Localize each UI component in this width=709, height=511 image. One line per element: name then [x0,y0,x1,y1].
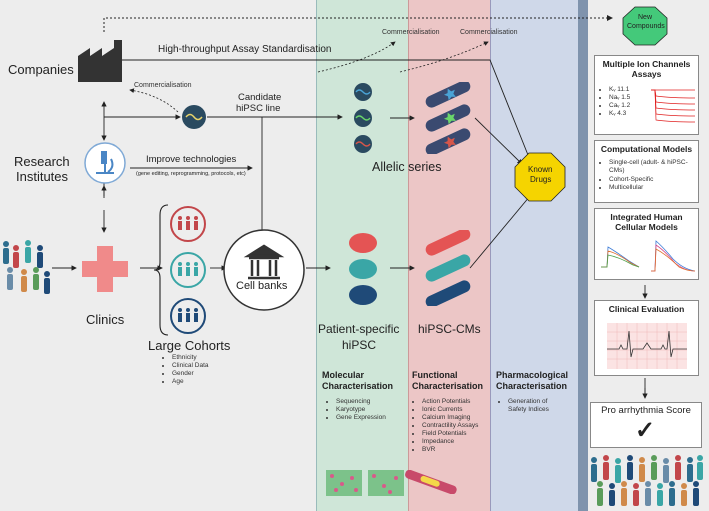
current-traces-graphic [651,89,696,123]
improve-technologies-label: Improve technologies [146,154,237,165]
assay-standardisation-label: High-throughput Assay Standardisation [158,44,332,55]
new-compounds-line1: New [638,14,653,21]
patient-cell-icons [349,233,377,305]
functional-item: Action Potentials [422,398,478,406]
candidate-line2: hiPSC line [236,103,281,114]
functional-title-line1: Functional [412,370,458,380]
commercialisation-label-1: Commercialisation [134,82,192,89]
action-potential-graphic [601,240,696,272]
computational-list: Single-cell (adult- & hiPSC- [601,159,688,167]
integrated-models-box: Integrated Human Cellular Models [594,208,699,280]
candidate-line1: Candidate [238,92,282,103]
known-drugs-line1: Known [528,165,553,174]
ion-channels-list: Kᵥ 11.1 Naᵥ 1.5 Caᵥ 1.2 Kᵥ 4.3 [601,86,630,118]
pharmacological-band [490,0,579,511]
gene-expression-image [326,470,404,496]
population-crowd-icon [591,455,703,506]
improve-technologies-sub: (gene editing, reprogramming, protocols,… [136,171,246,177]
cohort-item: Age [172,378,209,386]
patient-cardiomyocyte-icons [425,230,471,306]
research-label-line1: Research [14,154,70,169]
cohort-circles [170,206,206,334]
clinical-eval-title: Clinical Evaluation [608,304,685,314]
cohorts-list: Ethnicity Clinical Data Gender Age [164,354,209,386]
known-drugs-line2: Drugs [530,175,552,184]
patient-line1: Patient-specific [318,322,400,336]
computational-list-2: Cohort-Specific Multicellular [601,176,653,192]
ion-channels-title-line1: Multiple Ion Channels [602,59,691,69]
commercialisation-label-2: Commercialisation [382,29,440,36]
stained-cell-image [405,470,457,494]
patient-line2: hiPSC [342,338,377,352]
cell-bank-icon [223,229,305,311]
cell-banks-label: Cell banks [236,280,288,292]
medical-cross-icon [82,246,128,292]
computational-box: Computational Models Single-cell (adult-… [594,140,699,203]
companies-label: Companies [8,62,74,77]
computational-title: Computational Models [600,144,693,154]
molecular-item: Sequencing [336,398,386,406]
plasmid-icon [182,105,206,129]
molecular-item: Karyotype [336,406,386,414]
molecular-title-line2: Characterisation [322,381,394,391]
functional-title-line2: Characterisation [412,381,484,391]
cohort-item: Ethnicity [172,354,209,362]
crowd-icon [3,240,50,294]
new-compounds-badge [622,6,668,46]
computational-item: Cohort-Specific [609,176,653,184]
score-label: Pro arrhythmia Score [601,405,691,416]
pharmacological-list: Generation of [500,398,547,406]
right-divider [578,0,588,511]
functional-band [408,0,491,511]
integrated-title-line2: Cellular Models [615,222,678,232]
functional-item: Contractility Assays [422,422,478,430]
functional-item: Calcium Imaging [422,414,478,422]
computational-item: Single-cell (adult- & hiPSC- [609,159,688,167]
ecg-graphic [607,323,687,369]
ion-channel-item: Naᵥ 1.5 [609,94,630,102]
molecular-list: Sequencing Karyotype Gene Expression [328,398,386,422]
functional-item: BVR [422,446,478,454]
functional-item: Ionic Currents [422,406,478,414]
commercialisation-label-3: Commercialisation [460,29,518,36]
microscope-icon [84,142,126,184]
cohort-item: Gender [172,370,209,378]
ion-channel-item: Kᵥ 11.1 [609,86,630,94]
allelic-series-label: Allelic series [372,160,442,174]
ion-channels-title-line2: Assays [631,69,662,79]
pharmacological-title-line2: Characterisation [496,381,568,391]
known-drugs-badge [514,152,566,202]
functional-list: Action Potentials Ionic Currents Calcium… [414,398,478,454]
ion-channels-box: Multiple Ion Channels Assays Kᵥ 11.1 Naᵥ… [594,55,699,135]
clinics-label: Clinics [86,312,125,327]
functional-item: Field Potentials [422,430,478,438]
molecular-title-line1: Molecular [322,370,365,380]
computational-item-cont: CMs) [609,167,625,174]
integrated-title-line1: Integrated Human [610,212,683,222]
pharmacological-item-cont: Safety Indices [508,406,549,413]
cohorts-label: Large Cohorts [148,338,231,353]
molecular-item: Gene Expression [336,414,386,422]
functional-item: Impedance [422,438,478,446]
computational-item: Multicellular [609,184,653,192]
hipsc-cms-label: hiPSC-CMs [418,322,481,336]
clinical-evaluation-box: Clinical Evaluation [594,300,699,376]
ion-channel-item: Kᵥ 4.3 [609,110,630,118]
cohort-item: Clinical Data [172,362,209,370]
new-compounds-line2: Compounds [627,23,665,30]
check-icon: ✓ [635,417,656,444]
pharmacological-item: Generation of [508,398,547,406]
ion-channel-item: Caᵥ 1.2 [609,102,630,110]
research-label-line2: Institutes [16,169,69,184]
pharmacological-title-line1: Pharmacological [496,370,569,380]
score-box: Pro arrhythmia Score ✓ [590,402,702,448]
cardiomyocyte-series-icons [425,82,471,154]
factory-icon [78,40,122,82]
plasmid-series-icons [354,83,372,153]
